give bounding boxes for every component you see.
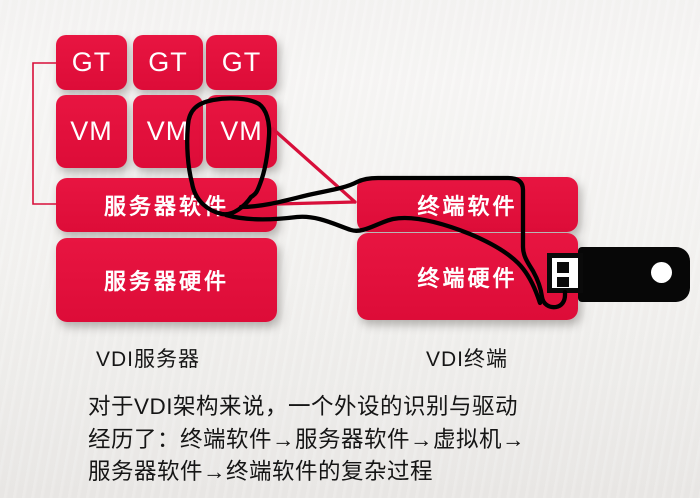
gt-box-1-label: GT	[71, 47, 112, 77]
red-connector-vm-to-terminal	[271, 127, 357, 204]
red-connector-server-to-terminal	[275, 200, 357, 206]
description-line-1: 对于VDI架构来说，一个外设的识别与驱动	[88, 394, 519, 419]
server-software-box: 服务器软件	[56, 178, 277, 232]
terminal-stack-caption: VDI终端	[425, 348, 508, 371]
terminal-hardware-label: 终端硬件	[417, 265, 518, 291]
usb-plug-pin	[557, 277, 569, 287]
gt-box-3: GT	[206, 35, 277, 90]
description-line-3: 服务器软件→终端软件的复杂过程	[88, 459, 434, 484]
usb-plug-pin	[557, 262, 569, 273]
gt-box-1: GT	[56, 35, 127, 90]
usb-plug-icon	[547, 253, 583, 293]
vm-box-3: VM	[206, 95, 277, 168]
vm-box-2-label: VM	[146, 116, 190, 146]
gt-box-3-label: GT	[221, 47, 262, 77]
vm-box-1-label: VM	[70, 116, 113, 146]
terminal-software-label: 终端软件	[417, 193, 518, 219]
description-line-2: 经历了：终端软件→服务器软件→虚拟机→	[88, 426, 526, 452]
server-software-label: 服务器软件	[103, 194, 229, 219]
terminal-software-box: 终端软件	[357, 177, 578, 232]
gt-box-2-label: GT	[148, 47, 188, 77]
description-paragraph: 对于VDI架构来说，一个外设的识别与驱动 经历了：终端软件→服务器软件→虚拟机→…	[88, 391, 648, 489]
red-bracket-line	[32, 62, 56, 205]
vm-box-3-label: VM	[220, 116, 263, 146]
terminal-hardware-box: 终端硬件	[357, 233, 578, 320]
server-stack-caption: VDI服务器	[95, 348, 200, 371]
server-hardware-box: 服务器硬件	[56, 238, 277, 322]
server-hardware-label: 服务器硬件	[103, 269, 229, 294]
gt-box-2: GT	[133, 35, 203, 90]
usb-drive-body	[578, 247, 690, 302]
vm-box-2: VM	[133, 95, 203, 168]
vm-box-1: VM	[56, 95, 127, 168]
usb-drive-hole	[651, 262, 672, 283]
